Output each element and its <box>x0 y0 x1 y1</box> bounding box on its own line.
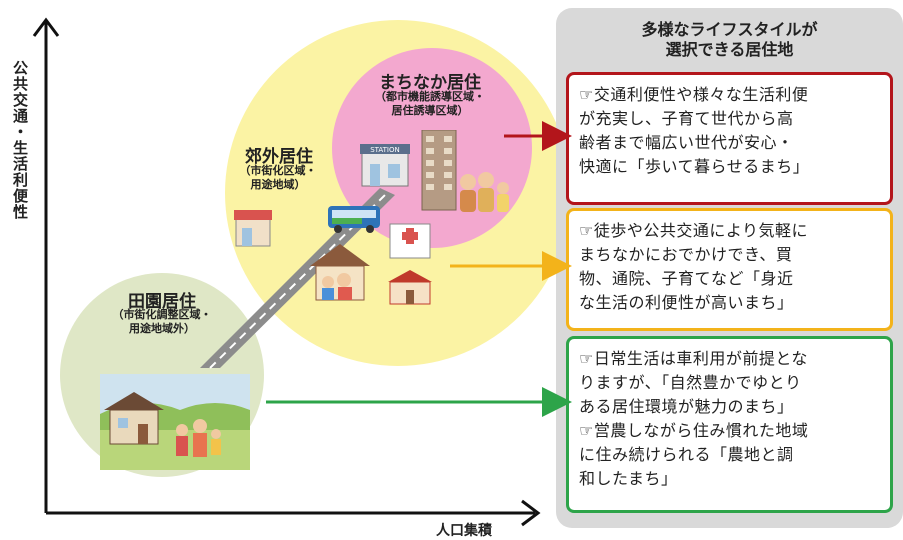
bus-icon <box>328 206 380 233</box>
school-icon <box>388 270 432 305</box>
rural-description-box: ☞日常生活は車利用が前提とな りますが、「自然豊かでゆとり ある居住環境が魅力の… <box>566 336 893 513</box>
central-zone-title: まちなか居住 <box>379 73 481 93</box>
road-icon <box>200 188 395 369</box>
elderly-family-icon <box>460 172 509 212</box>
central-description-box: ☞交通利便性や様々な生活利便 が充実し、子育て世代から高 齢者まで幅広い世代が安… <box>566 72 893 205</box>
y-axis-label: 公共交通・生活利便性 <box>11 60 29 220</box>
shop-icon <box>234 210 272 247</box>
central-zone-subtitle: （都市機能誘導区域・ 居住誘導区域） <box>375 90 485 117</box>
rural-illustration <box>100 374 250 470</box>
suburban-zone-title: 郊外居住 <box>245 147 313 167</box>
rural-zone-subtitle: （市街化調整区域・ 用途地域外） <box>112 308 212 335</box>
axes <box>32 17 541 527</box>
y-axis-arrowhead <box>32 17 60 37</box>
farmhouse-icon <box>104 392 164 445</box>
apartment-building-icon <box>421 130 457 211</box>
farmer-family-icon <box>176 419 221 457</box>
central-illustration: STATION <box>360 130 509 212</box>
rural-zone-title: 田園居住 <box>128 292 196 312</box>
station-icon: STATION <box>360 144 410 187</box>
station-sign: STATION <box>370 146 400 154</box>
x-axis-arrowhead <box>521 499 541 527</box>
x-axis-label: 人口集積 <box>436 523 492 539</box>
suburban-zone-subtitle: （市街化区域・ 用途地域） <box>239 164 317 191</box>
family-house-icon <box>310 244 370 301</box>
hospital-icon <box>389 223 431 259</box>
panel-title: 多様なライフスタイルが 選択できる居住地 <box>641 20 818 59</box>
suburban-illustration <box>234 206 432 305</box>
